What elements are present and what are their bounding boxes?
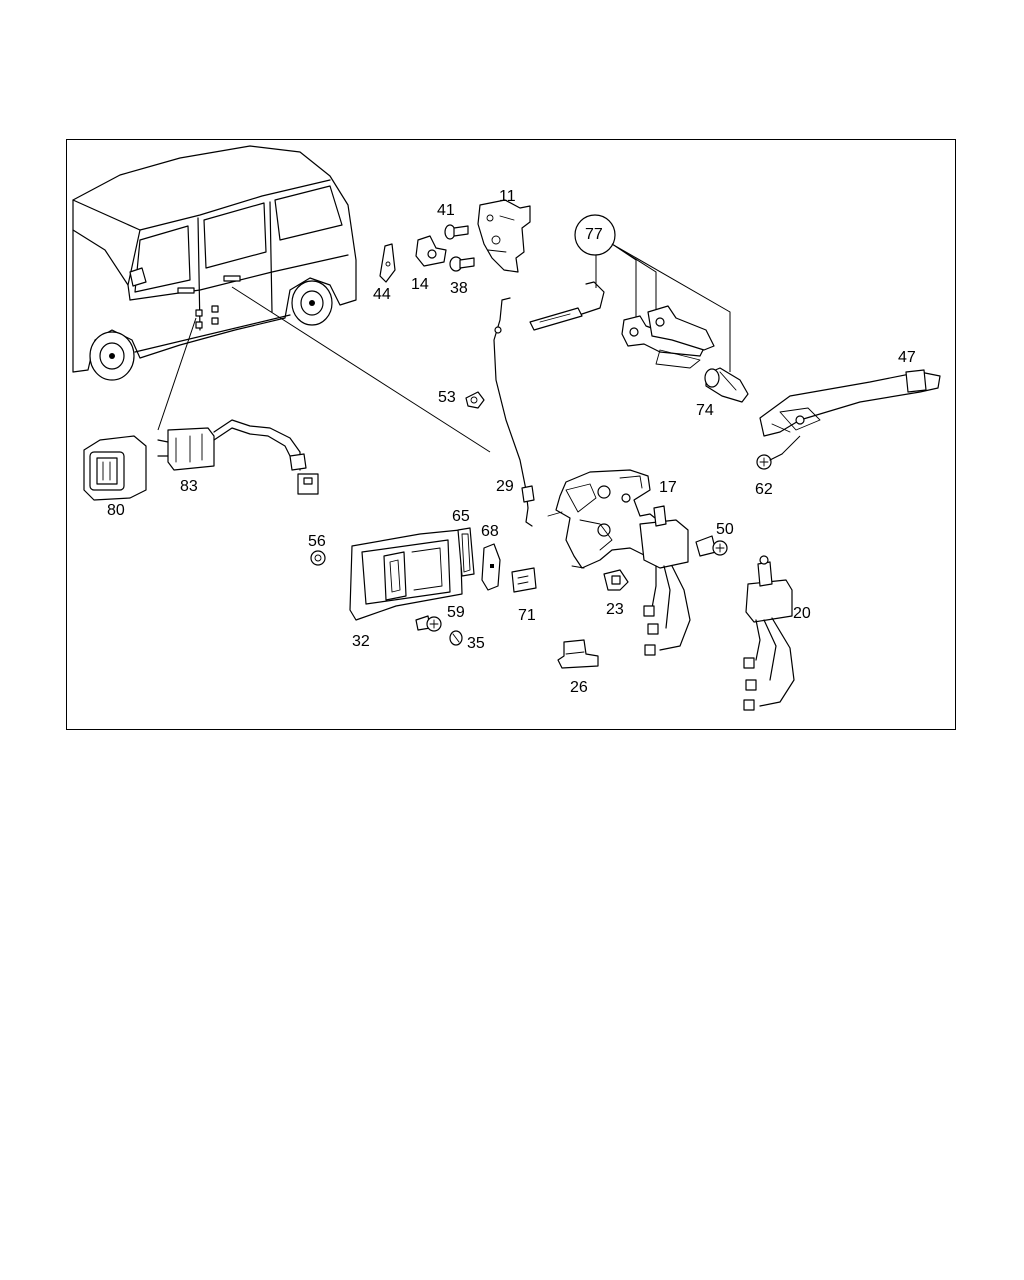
van-illustration [72,145,357,381]
callout-68: 68 [481,523,499,540]
part-71-button [511,567,537,593]
callout-20: 20 [793,605,811,622]
part-74-lock-cylinder [704,367,749,403]
callout-41: 41 [437,202,455,219]
part-44-plate [379,243,396,283]
callout-59: 59 [447,604,465,621]
callout-74: 74 [696,402,714,419]
callout-62: 62 [755,481,773,498]
callout-35: 35 [467,635,485,652]
callout-labels: 11 41 44 14 38 77 47 53 74 62 29 17 83 8… [107,188,916,696]
callout-38: 38 [450,280,468,297]
leader-van-to-29 [231,286,491,453]
part-50-screw [695,535,728,557]
part-35-clip [449,630,463,646]
callout-83: 83 [180,478,198,495]
callout-32: 32 [352,633,370,650]
callout-56: 56 [308,533,326,550]
part-59-screw [415,615,442,632]
part-77-key-set [529,214,731,372]
callout-50: 50 [716,521,734,538]
callout-71: 71 [518,607,536,624]
callout-26: 26 [570,679,588,696]
callout-29: 29 [496,478,514,495]
part-29-cable [493,297,535,527]
part-80-switch-housing [83,435,147,501]
callout-17: 17 [659,479,677,496]
part-32-inner-handle-bezel [349,529,463,621]
part-17-lock-mechanism [547,469,691,656]
part-23-small-switch [603,569,629,591]
part-41-bolt [444,224,469,240]
callout-23: 23 [606,601,624,618]
part-26-clip-block [557,639,599,669]
callout-65: 65 [452,508,470,525]
callout-11: 11 [499,188,516,205]
callout-47: 47 [898,349,916,366]
part-83-switch-harness [157,419,319,495]
part-14-bracket [415,235,447,267]
part-53-clip [465,391,485,409]
part-47-outer-handle [759,369,941,437]
part-38-bolt [449,256,475,272]
part-20-actuator [743,555,795,711]
callout-53: 53 [438,389,456,406]
leader-van-to-83 [157,317,197,431]
part-11-lock-plate [477,199,531,273]
part-keys [621,305,715,369]
part-62-screw [756,435,801,470]
callout-14: 14 [411,276,429,293]
callout-44: 44 [373,286,391,303]
part-56-grommet [310,550,326,566]
callout-77: 77 [585,226,603,243]
part-68-handle-lever [481,543,501,591]
callout-80: 80 [107,502,125,519]
